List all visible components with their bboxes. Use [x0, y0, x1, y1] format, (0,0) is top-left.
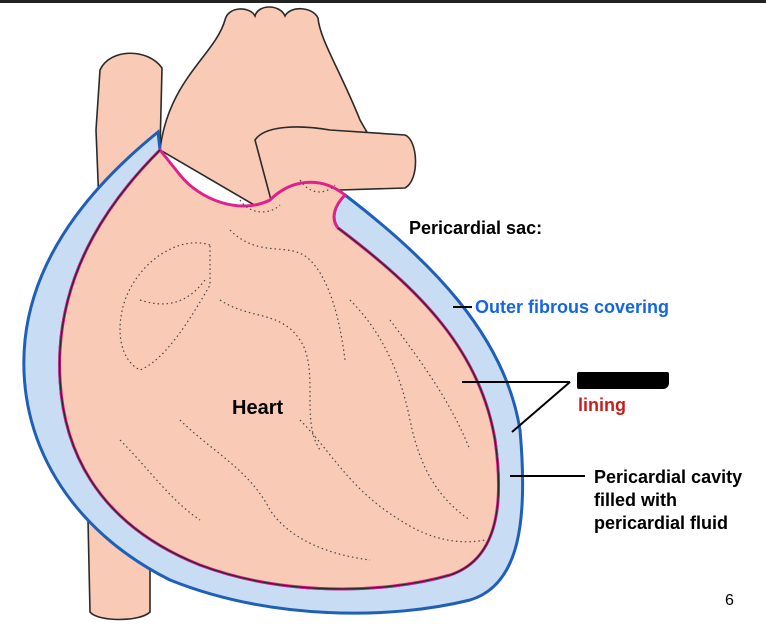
- surface-vessels: [119, 179, 486, 561]
- lining-leader-line-2: [511, 381, 571, 433]
- pericardial-sac-label: Pericardial sac:: [409, 218, 543, 238]
- cavity-label-line-3: pericardial fluid: [594, 513, 729, 533]
- inferior-vena-cava: [87, 518, 151, 621]
- redaction-block: [577, 372, 669, 389]
- slide-top-border: [0, 0, 766, 3]
- page-number: 6: [725, 592, 734, 609]
- heart-label: Heart: [232, 397, 284, 419]
- outer-fibrous-covering-label: Outer fibrous covering: [475, 297, 670, 317]
- heart-outline: [58, 149, 500, 590]
- cavity-label-line-2: filled with: [594, 490, 677, 510]
- pericardial-cavity-label: Pericardial cavity filled with pericardi…: [594, 466, 764, 535]
- lining-label: lining: [578, 395, 626, 415]
- cavity-label-line-1: Pericardial cavity: [594, 467, 743, 487]
